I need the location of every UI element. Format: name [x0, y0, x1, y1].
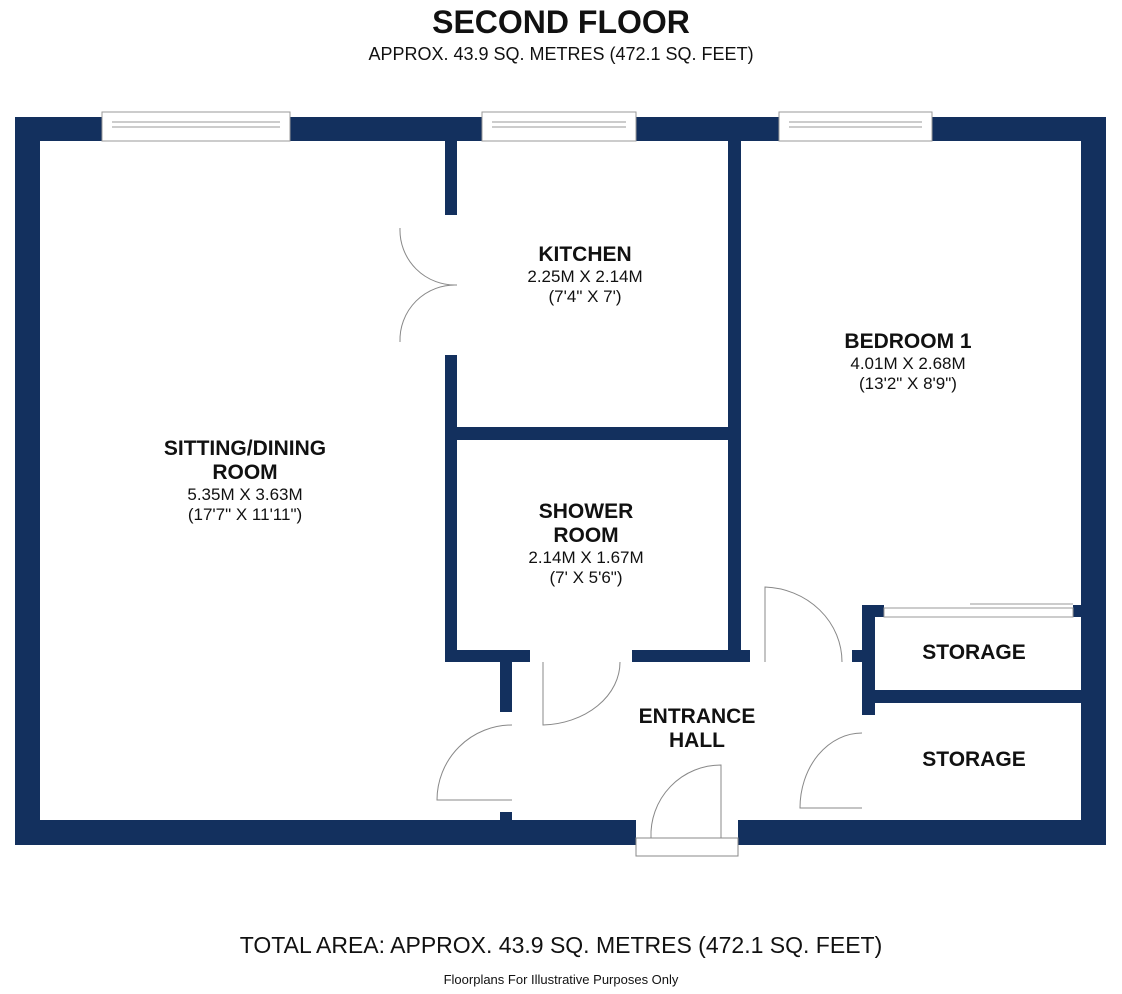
room-name: SHOWER ROOM — [538, 500, 634, 547]
room-name: ENTRANCE HALL — [638, 705, 756, 752]
room-dimensions-metric: 2.14M X 1.67M — [528, 548, 644, 567]
room-dimensions-imperial: (13'2" X 8'9") — [859, 374, 957, 393]
room-dimensions-metric: 2.25M X 2.14M — [527, 267, 643, 286]
room-name: SITTING/DINING ROOM — [163, 437, 327, 484]
room-dimensions-metric: 4.01M X 2.68M — [850, 354, 966, 373]
door-swings — [399, 227, 863, 857]
floor-title: SECOND FLOOR — [432, 4, 690, 40]
room-dimensions-imperial: (7'4" X 7') — [548, 287, 622, 306]
room-storage-1: STORAGE — [922, 641, 1025, 665]
total-area: TOTAL AREA: APPROX. 43.9 SQ. METRES (472… — [239, 932, 883, 958]
walls — [15, 117, 1106, 845]
room-name: STORAGE — [922, 641, 1026, 664]
room-name: STORAGE — [922, 748, 1026, 771]
room-storage-2: STORAGE — [922, 748, 1025, 772]
floor-area-subtitle: APPROX. 43.9 SQ. METRES (472.1 SQ. FEET) — [368, 44, 754, 64]
room-entrance-hall: ENTRANCE HALL — [622, 705, 772, 753]
room-name: BEDROOM 1 — [844, 330, 972, 353]
room-name: KITCHEN — [538, 243, 632, 266]
windows — [101, 111, 1074, 618]
disclaimer: Floorplans For Illustrative Purposes Onl… — [443, 972, 679, 987]
room-dimensions-imperial: (7' X 5'6") — [549, 568, 623, 587]
room-dimensions-imperial: (17'7" X 11'11") — [187, 505, 303, 524]
room-dimensions-metric: 5.35M X 3.63M — [187, 485, 303, 504]
